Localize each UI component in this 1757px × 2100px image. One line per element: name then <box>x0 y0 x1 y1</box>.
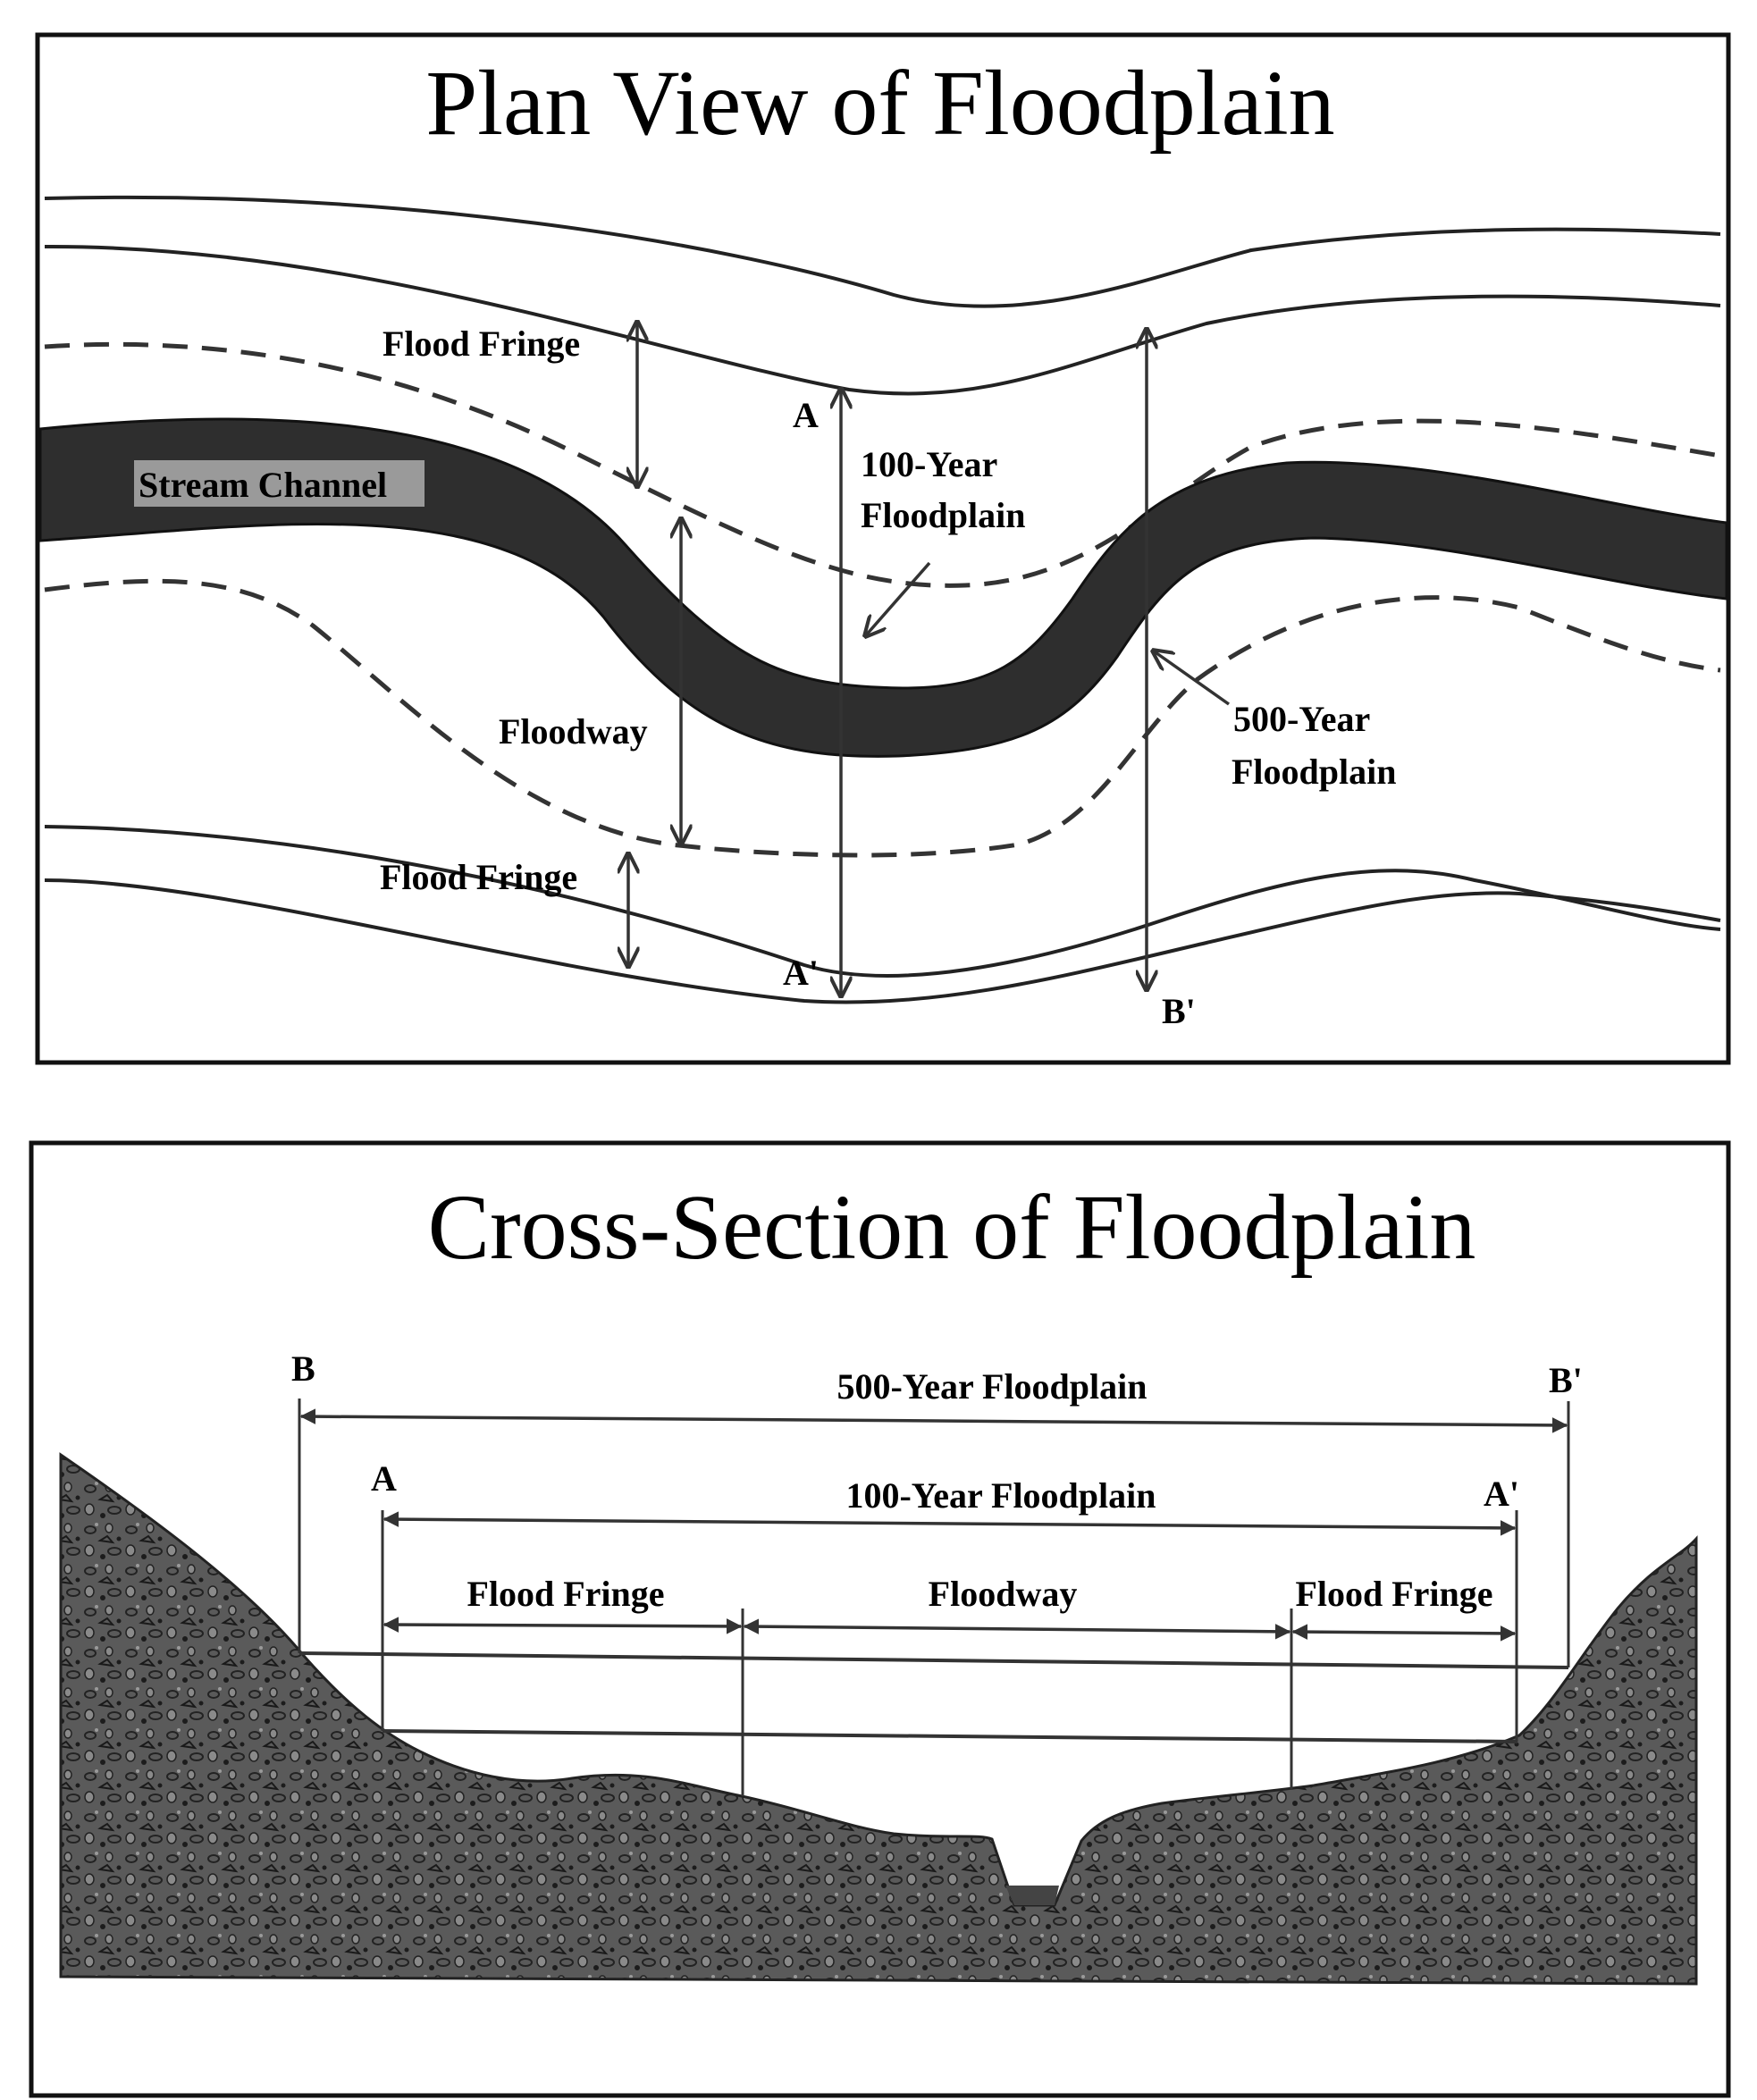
floodplain-500-label-line2: Floodplain <box>1232 752 1397 792</box>
point-a-label: A <box>793 395 819 435</box>
plan-view-title: Plan View of Floodplain <box>425 52 1334 155</box>
cs-flood-fringe-left-label: Flood Fringe <box>467 1574 664 1614</box>
stream-channel-label-bg <box>134 460 425 507</box>
water-level-500 <box>298 1651 1569 1669</box>
flood-fringe-bottom-label: Flood Fringe <box>380 857 577 897</box>
plan-view-panel: Plan View of Floodplain Flood Fringe Str… <box>35 32 1731 1065</box>
terrain-cross-section <box>59 1452 1698 1986</box>
point-a-prime-label: A' <box>783 953 819 993</box>
flood-fringe-right-dimension <box>1291 1624 1517 1642</box>
floodway-dimension <box>743 1618 1291 1640</box>
floodplain-100-leader <box>865 561 931 636</box>
stream-channel <box>38 417 1728 758</box>
flood-fringe-top-label: Flood Fringe <box>383 323 580 364</box>
boundary-500-bottom <box>44 878 1721 1004</box>
cross-section-panel: Cross-Section of Floodplain B B' A A' 50… <box>29 1140 1731 2098</box>
floodplain-500-leader <box>1153 651 1231 706</box>
cs-floodplain-100-label: 100-Year Floodplain <box>845 1475 1156 1516</box>
point-b-prime-label: B' <box>1162 991 1196 1031</box>
channel-bed <box>1005 1886 1059 1905</box>
flood-fringe-left-dimension <box>383 1617 743 1634</box>
floodplain-500-label-line1: 500-Year <box>1233 699 1370 739</box>
cs-point-b-prime-label: B' <box>1549 1360 1583 1400</box>
cs-floodplain-500-label: 500-Year Floodplain <box>836 1366 1147 1407</box>
a-a-prime-dimension <box>383 1511 1517 1536</box>
b-b-prime-dimension <box>299 1408 1568 1433</box>
stream-channel-label: Stream Channel <box>139 465 387 505</box>
water-level-100 <box>382 1729 1518 1743</box>
cs-flood-fringe-right-label: Flood Fringe <box>1295 1574 1492 1614</box>
floodplain-100-label-line1: 100-Year <box>861 444 997 484</box>
boundary-500-top <box>44 195 1721 308</box>
floodway-boundary-bottom <box>44 578 1721 858</box>
boundary-100-top <box>44 244 1721 396</box>
floodplain-100-label-line2: Floodplain <box>861 495 1026 535</box>
cs-floodway-label: Floodway <box>929 1574 1078 1614</box>
cs-point-b-label: B <box>291 1348 315 1389</box>
cs-point-a-label: A <box>371 1458 397 1499</box>
cs-point-a-prime-label: A' <box>1484 1474 1519 1514</box>
floodway-label: Floodway <box>499 711 648 752</box>
boundary-100-bottom <box>44 825 1721 978</box>
cross-section-title: Cross-Section of Floodplain <box>428 1176 1476 1279</box>
floodway-boundary-top <box>44 341 1721 588</box>
